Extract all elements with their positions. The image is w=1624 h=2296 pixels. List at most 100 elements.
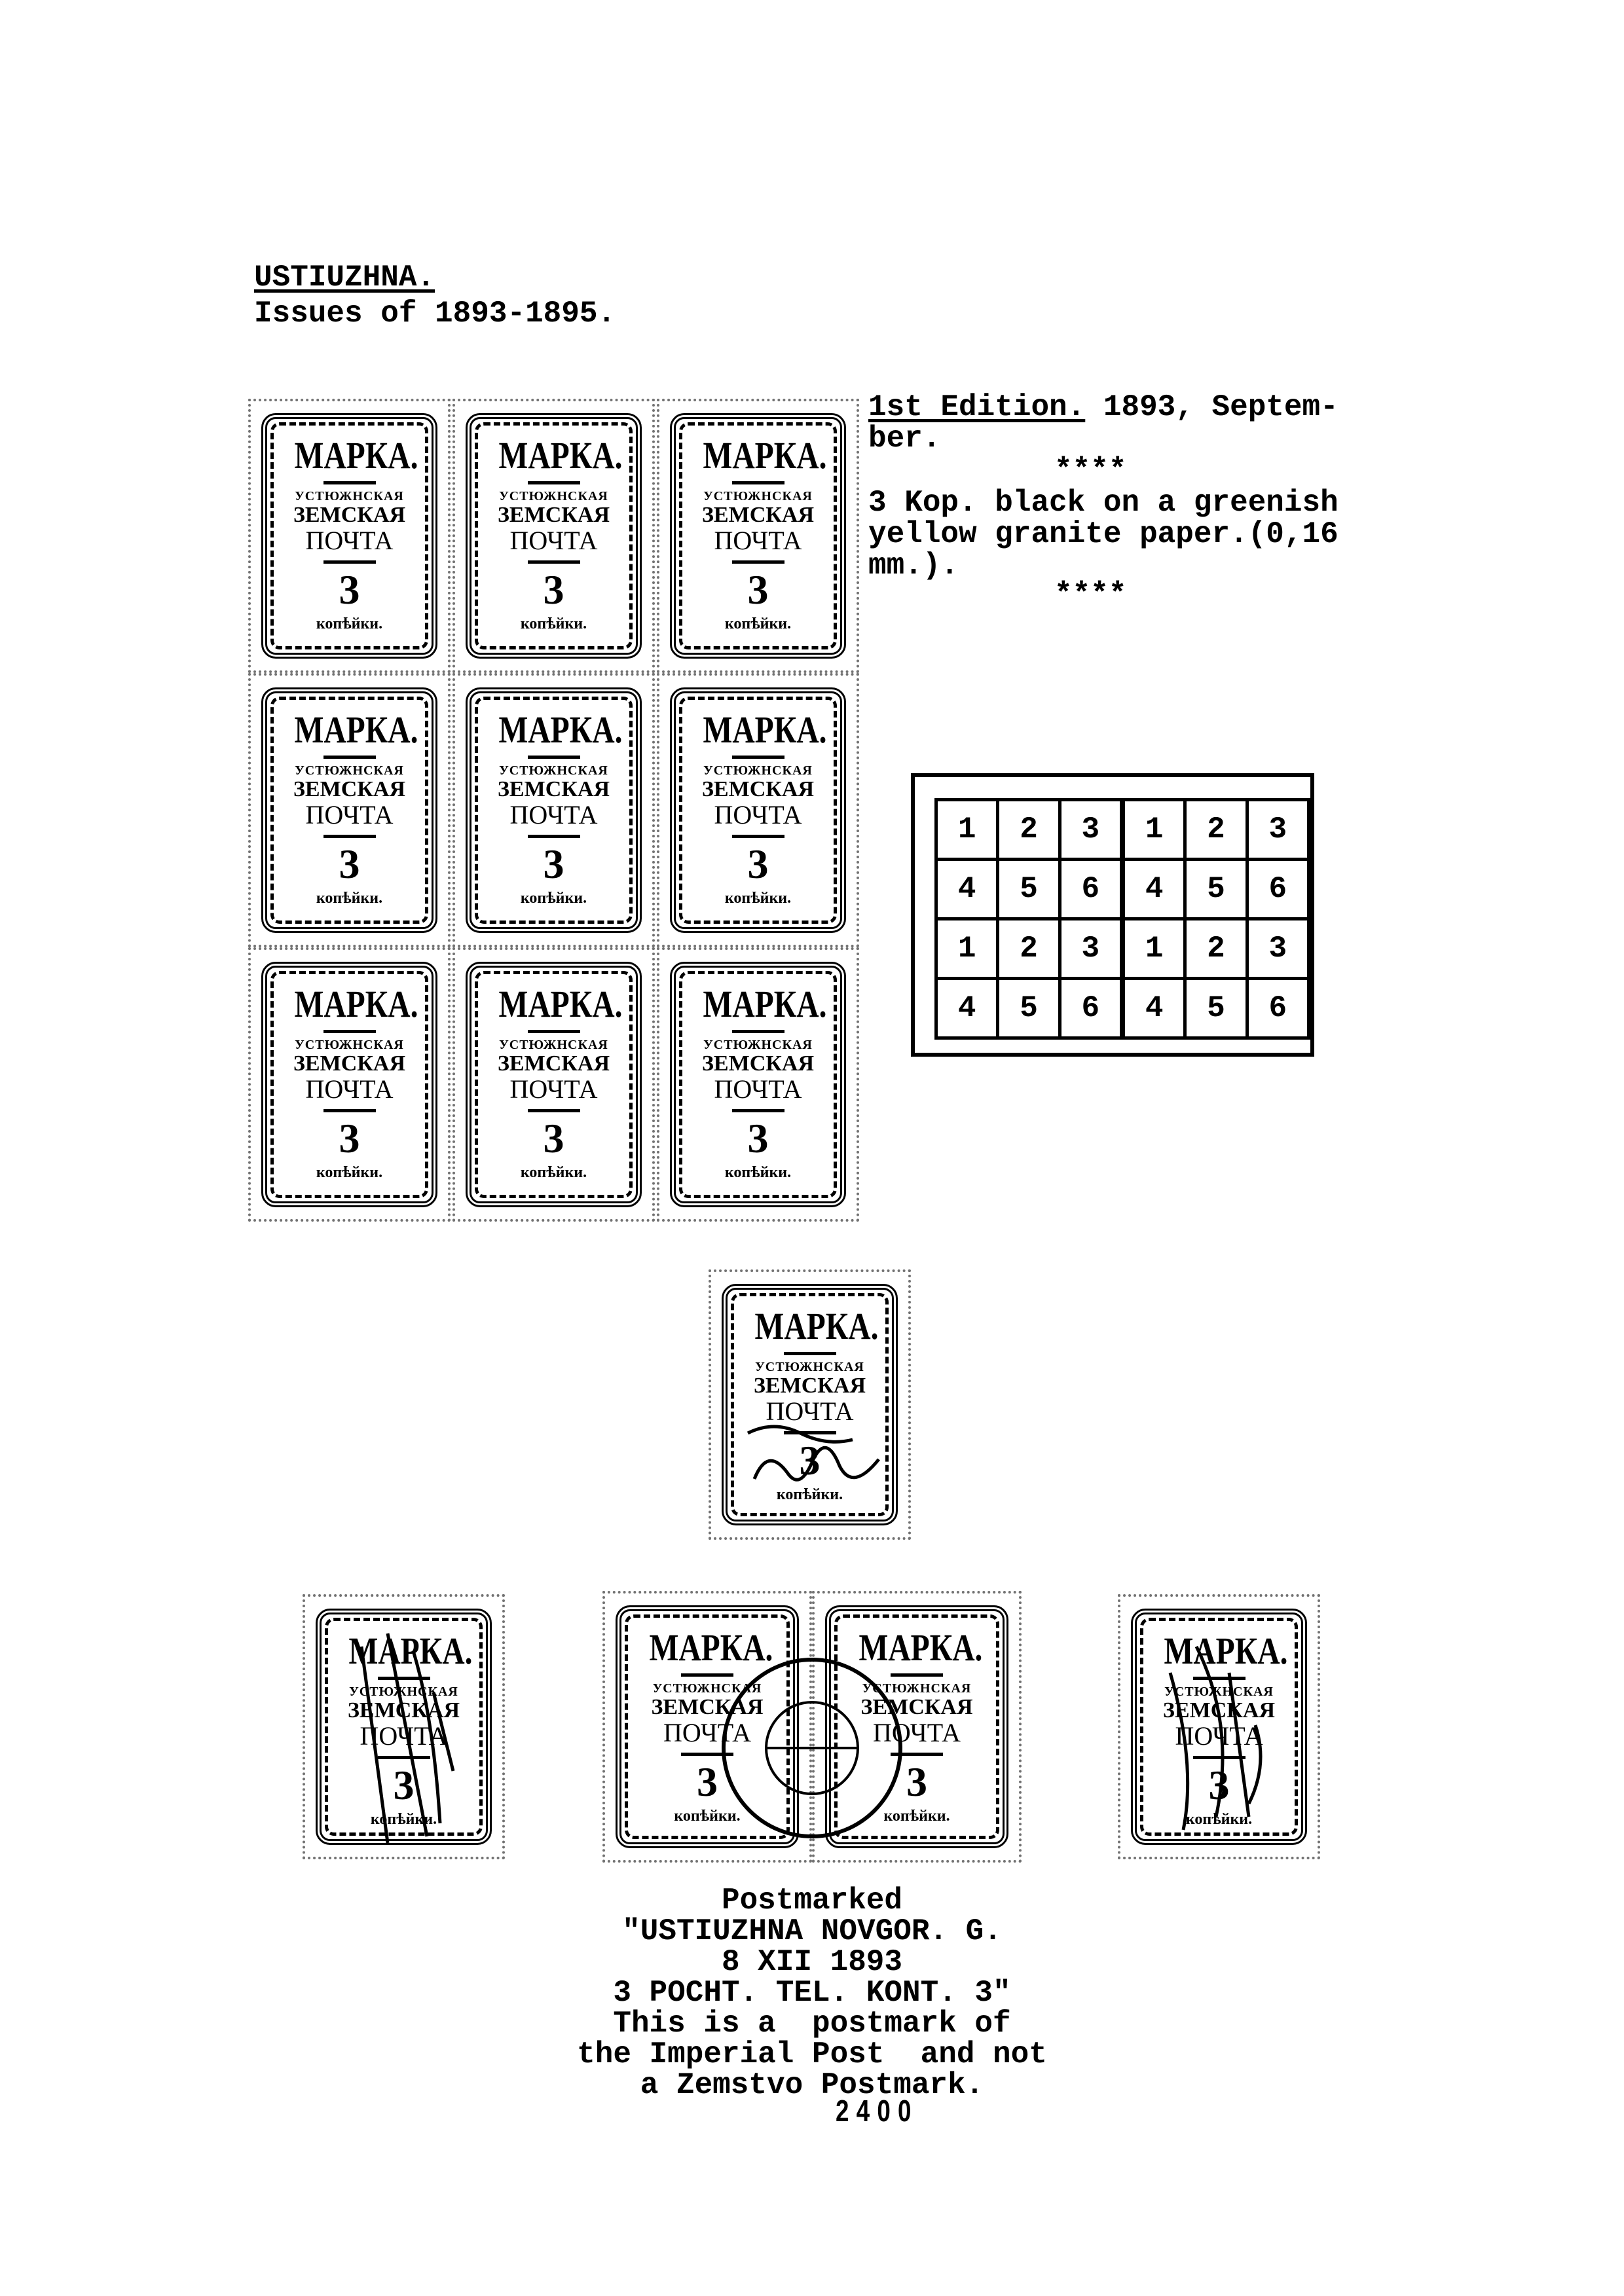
stamp-currency: копѣйки.	[883, 1808, 950, 1825]
divider	[527, 835, 580, 838]
perforation	[248, 673, 451, 947]
stamp-marka-text: МАРКА.	[703, 983, 827, 1025]
plate-position-cell: 2	[996, 917, 1061, 980]
page-number: 2400	[836, 2094, 919, 2128]
plate-position-cell: 3	[1058, 798, 1125, 861]
stamp-town-text: УСТЮЖНСКАЯ	[703, 489, 813, 503]
stamp: МАРКА. УСТЮЖНСКАЯ ЗЕМСКАЯ ПОЧТА 3 копѣйк…	[248, 673, 451, 947]
stamp-marka-text: МАРКА.	[649, 1626, 773, 1669]
description-line: yellow granite paper.(0,16	[868, 517, 1338, 551]
plate-position-cell: 1	[934, 917, 1000, 980]
edition-date: 1893, Septem-	[1085, 390, 1338, 424]
stamp-zemskaya-text: ЗЕМСКАЯ	[293, 777, 406, 801]
stamp-town-text: УСТЮЖНСКАЯ	[499, 489, 608, 503]
caption-line: 8 XII 1893	[721, 1945, 903, 1979]
stamp-pochta-text: ПОЧТА	[714, 1074, 802, 1104]
stamp-value: 3	[543, 1115, 564, 1161]
perforation	[248, 947, 451, 1222]
plate-position-cell: 4	[1120, 977, 1187, 1040]
stamp-block-3x3: МАРКА. УСТЮЖНСКАЯ ЗЕМСКАЯ ПОЧТА 3 копѣйк…	[248, 399, 861, 1222]
stamp-pochta-text: ПОЧТА	[1175, 1721, 1263, 1751]
stamp-currency: копѣйки.	[724, 1164, 792, 1181]
stamp-pochta-text: ПОЧТА	[766, 1396, 854, 1426]
edition-label: 1st Edition.	[868, 390, 1086, 424]
stamp-town-text: УСТЮЖНСКАЯ	[703, 1038, 813, 1052]
divider	[527, 1030, 580, 1033]
stamp-zemskaya-text: ЗЕМСКАЯ	[497, 777, 610, 801]
stamp-zemskaya-text: ЗЕМСКАЯ	[701, 1051, 815, 1076]
plate-position-cell: 5	[996, 858, 1061, 920]
stamp-value: 3	[1208, 1762, 1230, 1808]
divider	[527, 756, 580, 759]
stamp-marka-text: МАРКА.	[703, 434, 827, 477]
stamp-marka-text: МАРКА.	[858, 1626, 983, 1669]
stamp-currency: копѣйки.	[316, 1164, 383, 1181]
plate-position-cell: 6	[1058, 858, 1125, 920]
divider	[377, 1677, 430, 1680]
stamp-marka-text: МАРКА.	[294, 983, 418, 1025]
divider	[731, 756, 784, 759]
ornamental-frame-inner	[679, 971, 837, 1198]
stamp-zemskaya-text: ЗЕМСКАЯ	[293, 503, 406, 527]
stamp-town-text: УСТЮЖНСКАЯ	[1164, 1685, 1274, 1699]
ornamental-frame	[466, 687, 642, 933]
stamp-zemskaya-text: ЗЕМСКАЯ	[347, 1698, 460, 1722]
stamp-currency: копѣйки.	[520, 615, 587, 632]
plate-position-cell: 1	[934, 798, 1000, 861]
plate-position-cell: 2	[996, 798, 1061, 861]
ornamental-frame-inner	[270, 971, 428, 1198]
stamp-currency: копѣйки.	[1185, 1811, 1253, 1828]
ornamental-frame-inner	[731, 1293, 889, 1516]
stamp-pochta-text: ПОЧТА	[509, 1074, 598, 1104]
stamp: МАРКА. УСТЮЖНСКАЯ ЗЕМСКАЯ ПОЧТА 3 копѣйк…	[657, 673, 859, 947]
stamp-pochta-text: ПОЧТА	[872, 1718, 961, 1747]
plate-position-cell: 5	[996, 977, 1061, 1040]
divider	[731, 560, 784, 564]
divider	[783, 1352, 836, 1355]
divider	[731, 835, 784, 838]
stamp: МАРКА. УСТЮЖНСКАЯ ЗЕМСКАЯ ПОЧТА 3 копѣйк…	[452, 399, 655, 673]
ornamental-frame-inner	[679, 422, 837, 649]
stamp-zemskaya-text: ЗЕМСКАЯ	[701, 503, 815, 527]
stamp-value: 3	[339, 1115, 360, 1161]
stamp: МАРКА. УСТЮЖНСКАЯ ЗЕМСКАЯ ПОЧТА 3 копѣйк…	[1118, 1594, 1320, 1859]
stamp-zemskaya-text: ЗЕМСКАЯ	[860, 1695, 973, 1719]
plate-position-cell: 1	[1120, 798, 1187, 861]
stamp-currency: копѣйки.	[724, 890, 792, 907]
plate-position-cell: 6	[1058, 977, 1125, 1040]
ornamental-frame	[261, 413, 437, 659]
caption-line: This is a postmark of	[613, 2007, 1011, 2041]
ornamental-frame-inner	[475, 697, 633, 924]
stamp-pochta-text: ПОЧТА	[714, 800, 802, 829]
ornamental-frame	[466, 413, 642, 659]
stamp-marka-text: МАРКА.	[498, 434, 623, 477]
plate-position-cell: 1	[1120, 917, 1187, 980]
divider	[323, 481, 376, 484]
ornamental-frame	[670, 413, 846, 659]
divider	[783, 1431, 836, 1434]
stamp: МАРКА. УСТЮЖНСКАЯ ЗЕМСКАЯ ПОЧТА 3 копѣйк…	[709, 1269, 911, 1540]
divider	[1192, 1677, 1246, 1680]
stamp: МАРКА. УСТЮЖНСКАЯ ЗЕМСКАЯ ПОЧТА 3 копѣйк…	[248, 399, 451, 673]
stamp-currency: копѣйки.	[316, 615, 383, 632]
stamp-town-text: УСТЮЖНСКАЯ	[755, 1360, 864, 1374]
stamp-value: 3	[747, 841, 769, 887]
stamp-value: 3	[339, 566, 360, 613]
stamp-marka-text: МАРКА.	[294, 434, 418, 477]
stamp-zemskaya-text: ЗЕМСКАЯ	[753, 1374, 866, 1398]
ornamental-frame-inner	[270, 697, 428, 924]
stamp-zemskaya-text: ЗЕМСКАЯ	[701, 777, 815, 801]
stamp-town-text: УСТЮЖНСКАЯ	[295, 1038, 404, 1052]
stamp-value: 3	[906, 1758, 927, 1805]
description-line: mm.).	[868, 549, 959, 583]
ornamental-frame-inner	[270, 422, 428, 649]
divider	[527, 1109, 580, 1112]
divider	[891, 1753, 943, 1756]
plate-position-cell: 4	[934, 858, 1000, 920]
ornamental-frame	[261, 687, 437, 933]
divider	[323, 560, 376, 564]
